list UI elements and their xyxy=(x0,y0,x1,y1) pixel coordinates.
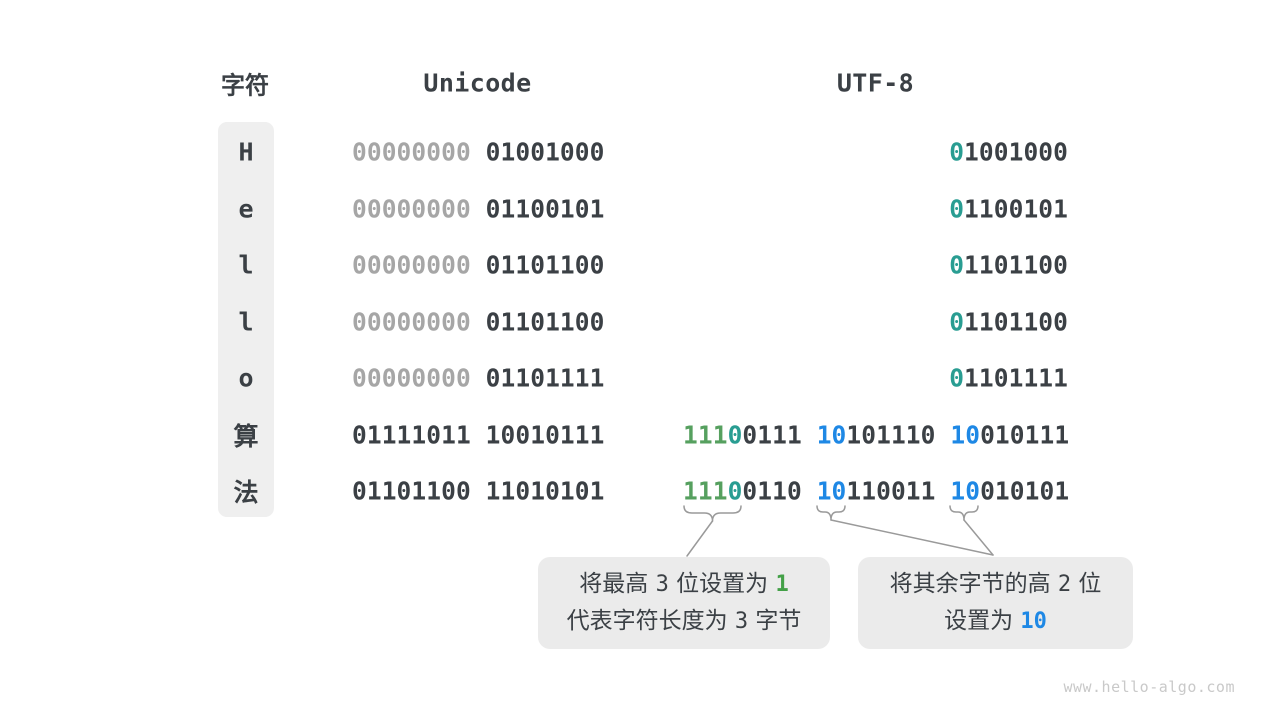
bit-segment: 0 xyxy=(949,137,965,167)
callout-continuation-bits: 将其余字节的高 2 位设置为 10 xyxy=(858,557,1133,649)
bit-segment: 00000000 xyxy=(352,363,471,393)
bit-segment: 1101100 xyxy=(964,307,1068,337)
character-cell: e xyxy=(238,194,254,224)
column-header-utf8: UTF-8 xyxy=(836,68,915,98)
utf8-binary-cell: 01101111 xyxy=(683,364,1068,393)
bit-segment: 01101100 xyxy=(485,307,605,337)
bit-segment: 01101100 xyxy=(352,476,471,506)
utf8-binary-cell: 01001000 xyxy=(683,138,1068,167)
unicode-binary-cell: 00000000 01101100 xyxy=(352,251,604,280)
bit-segment: 10 xyxy=(1020,609,1047,634)
bit-segment: 01001000 xyxy=(485,137,605,167)
bit-segment: 01101100 xyxy=(485,250,605,280)
bit-segment: 11010101 xyxy=(485,476,605,506)
character-cell: 法 xyxy=(233,478,259,508)
bit-segment: 字节 xyxy=(748,608,802,634)
bit-segment: 111 xyxy=(683,476,728,506)
connector-to-left-callout xyxy=(686,520,714,557)
watermark: www.hello-algo.com xyxy=(1063,678,1235,696)
bit-segment: 0110 xyxy=(742,476,802,506)
bit-segment: 设置为 xyxy=(944,608,1021,634)
bit-segment: 111 xyxy=(683,420,728,450)
callout-line: 将最高 3 位设置为 1 xyxy=(538,566,830,603)
bit-segment: 00000000 xyxy=(352,250,471,280)
bit-segment: 代表字符长度为 xyxy=(566,608,735,634)
bit-segment: 01111011 xyxy=(352,420,471,450)
bit-segment: 位设置为 xyxy=(668,571,776,597)
bit-segment: 0 xyxy=(727,476,743,506)
bit-segment: 10 xyxy=(950,476,981,506)
character-cell: o xyxy=(238,363,254,393)
bit-segment: 101110 xyxy=(846,420,936,450)
character-cell: l xyxy=(238,250,254,280)
callout-line: 设置为 10 xyxy=(858,603,1133,640)
bit-segment: 0 xyxy=(949,363,965,393)
unicode-binary-cell: 00000000 01001000 xyxy=(352,138,604,167)
utf8-binary-cell: 11100110 10110011 10010101 xyxy=(683,476,1070,506)
bit-segment: 3 xyxy=(734,609,749,634)
character-cell: 算 xyxy=(233,421,259,451)
bit-segment: 10 xyxy=(816,420,847,450)
bit-segment: 01100101 xyxy=(485,194,605,224)
bit-segment: 1 xyxy=(775,572,789,597)
bit-segment: 位 xyxy=(1071,571,1102,597)
bit-segment: 1101111 xyxy=(964,363,1068,393)
bit-segment: 110011 xyxy=(846,476,936,506)
connector-to-right-callout-2 xyxy=(963,519,994,556)
bit-segment: 1101100 xyxy=(964,250,1068,280)
bit-segment: 00000000 xyxy=(352,194,471,224)
character-cell: l xyxy=(238,307,254,337)
unicode-binary-cell: 00000000 01101111 xyxy=(352,364,604,393)
bit-segment: 10 xyxy=(950,420,981,450)
utf8-binary-cell: 01100101 xyxy=(683,194,1068,223)
bit-segment: 010111 xyxy=(980,420,1070,450)
bit-segment: 0 xyxy=(727,420,743,450)
unicode-binary-cell: 01111011 10010111 xyxy=(352,420,604,449)
bit-segment: 0 xyxy=(949,307,965,337)
bit-segment: 0111 xyxy=(742,420,802,450)
callout-line: 将其余字节的高 2 位 xyxy=(858,566,1133,603)
bit-segment: 10 xyxy=(816,476,847,506)
bit-segment: 3 xyxy=(655,572,669,597)
utf8-binary-cell: 11100111 10101110 10010111 xyxy=(683,420,1070,450)
character-cell: H xyxy=(238,137,254,167)
bit-segment: 2 xyxy=(1057,572,1072,597)
bit-segment: 将最高 xyxy=(579,571,656,597)
bit-segment: 01101111 xyxy=(485,363,605,393)
bit-segment: 010101 xyxy=(980,476,1070,506)
utf8-binary-cell: 01101100 xyxy=(683,307,1068,336)
unicode-binary-cell: 00000000 01101100 xyxy=(352,307,604,336)
bit-segment: 00000000 xyxy=(352,307,471,337)
callout-line: 代表字符长度为 3 字节 xyxy=(538,603,830,640)
bit-segment: 1001000 xyxy=(964,137,1068,167)
bit-segment: 0 xyxy=(949,250,965,280)
column-header-unicode: Unicode xyxy=(423,68,532,98)
connector-to-right-callout-1 xyxy=(830,519,994,556)
column-header-char: 字符 xyxy=(221,71,269,100)
character-column-background xyxy=(218,122,274,517)
unicode-binary-cell: 00000000 01100101 xyxy=(352,194,604,223)
unicode-binary-cell: 01101100 11010101 xyxy=(352,477,604,506)
bit-segment: 1100101 xyxy=(964,194,1068,224)
bit-segment: 00000000 xyxy=(352,137,471,167)
bit-segment: 0 xyxy=(949,194,965,224)
bit-segment: 将其余字节的高 xyxy=(889,571,1058,597)
bit-segment: 10010111 xyxy=(485,420,605,450)
utf8-binary-cell: 01101100 xyxy=(683,251,1068,280)
